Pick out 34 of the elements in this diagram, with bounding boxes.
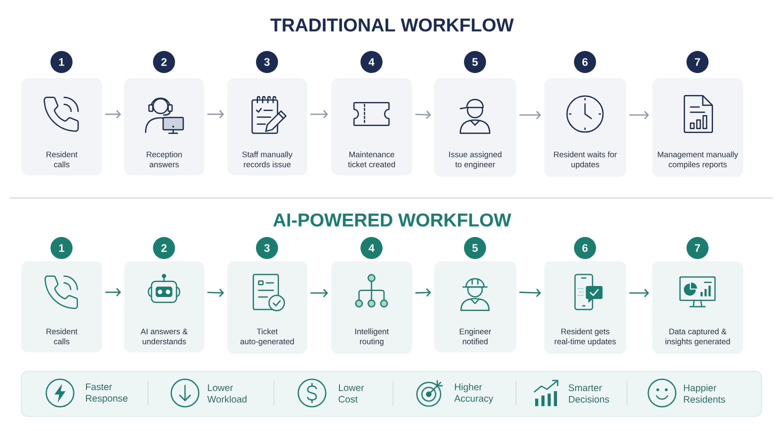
benefit-label: Higher Accuracy [454, 383, 494, 404]
arrow [207, 110, 224, 118]
benefit-label: Happier Residents [684, 384, 726, 403]
arrow [415, 288, 431, 297]
step-card: Staff manually records issue [227, 78, 308, 176]
benefit-label: Faster Response [86, 384, 128, 404]
step-card: Maintenance ticket created [331, 78, 412, 176]
arrow [519, 110, 541, 120]
step-card: Resident calls [21, 78, 102, 176]
step-card: Issue assigned to engineer [434, 78, 516, 177]
arrow [310, 110, 328, 118]
benefit-label: Lower Cost [338, 384, 364, 403]
step-card: Resident gets real-time updates [544, 261, 626, 354]
section-heading: AI-POWERED WORKFLOW [273, 213, 512, 227]
arrow [207, 288, 224, 297]
step-card: AI answers & understands [124, 261, 204, 352]
step-card: Data captured & insights generated [652, 261, 744, 354]
step-card: Intelligent routing [331, 261, 412, 354]
arrow [415, 110, 431, 119]
arrow [519, 288, 541, 298]
benefit-label: Lower Workload [207, 384, 247, 403]
benefit-label: Smarter Decisions [568, 384, 610, 403]
arrow [105, 110, 121, 118]
step-card: Ticket auto-generated [227, 261, 308, 354]
step-card: Engineer notified [434, 261, 516, 352]
arrow [629, 110, 649, 120]
section-heading: TRADITIONAL WORKFLOW [270, 18, 514, 32]
step-card: Resident calls [21, 261, 102, 352]
step-card: Resident waits for updates [544, 78, 626, 177]
step-card: Reception answers [124, 78, 204, 176]
arrow [629, 288, 649, 298]
arrow [310, 288, 328, 298]
arrow [105, 288, 121, 296]
step-card: Management manually compiles reports [652, 78, 744, 177]
